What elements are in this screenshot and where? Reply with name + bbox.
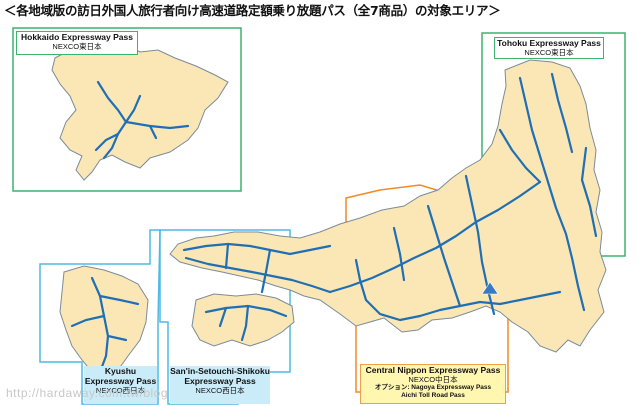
central-pass-option-2: Aichi Toll Road Pass [401,392,465,399]
central-pass-operator: NEXCO中日本 [408,375,458,384]
hokkaido-island [51,39,229,181]
kyushu-pass-operator: NEXCO西日本 [95,386,146,395]
hokkaido-expressways [94,80,190,160]
sanin-pass-name-2: Expressway Pass [184,376,256,386]
hokkaido-region-frame [12,27,242,192]
hokkaido-pass-operator: NEXCO東日本 [52,42,102,51]
sanin-pass-operator: NEXCO西日本 [195,386,245,395]
honshu-expressways [182,72,598,322]
tohoku-pass-operator: NEXCO東日本 [524,48,574,57]
sanin-pass-name-1: San'in-Setouchi-Shikoku [170,366,270,376]
page-title: ＜各地域版の訪日外国人旅行者向け高速道路定額乗り放題パス（全7商品）の対象エリア… [4,3,501,18]
shikoku-expressways [204,304,288,342]
kyushu-island [59,265,149,379]
hokkaido-pass-label: Hokkaido Expressway Pass NEXCO東日本 [16,31,138,55]
central-pass-name: Central Nippon Expressway Pass [365,365,501,375]
mount-fuji-icon [481,281,499,295]
kyushu-expressways [70,276,140,374]
shikoku-island [191,293,295,347]
tohoku-pass-label: Tohoku Expressway Pass NEXCO東日本 [494,37,604,59]
sanin-pass-label: San'in-Setouchi-Shikoku Expressway Pass … [170,366,270,404]
kyushu-pass-label: Kyushu Expressway Pass NEXCO西日本 [84,366,157,404]
central-pass-label: Central Nippon Expressway Pass NEXCO中日本 … [360,364,506,404]
kyushu-pass-name-2: Expressway Pass [84,376,157,386]
kyushu-pass-name-1: Kyushu [104,366,137,376]
watermark: http://hardaway.com.tw/blog [6,386,169,400]
central-pass-option-1: オプション: Nagoya Expressway Pass [374,384,492,391]
hokkaido-pass-name: Hokkaido Expressway Pass [21,32,133,42]
tohoku-pass-name: Tohoku Expressway Pass [497,38,601,48]
kyushu-region-frame [39,229,161,405]
honshu-island [169,59,607,353]
